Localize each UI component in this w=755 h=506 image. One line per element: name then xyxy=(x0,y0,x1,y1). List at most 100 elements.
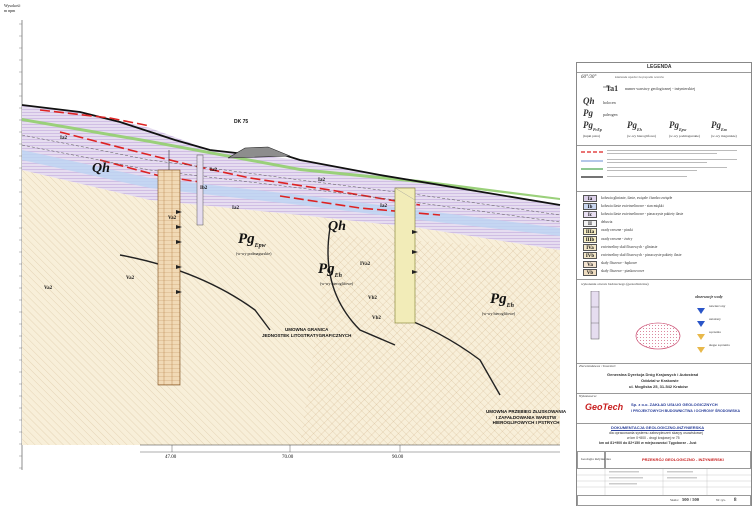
fold-boundary-label-1: UMOWNA PRZEBIEG ZŁUSKOWANIA xyxy=(486,409,567,414)
legend-code-ia1: Ia1 xyxy=(607,84,619,93)
water-markers xyxy=(176,210,418,294)
litho-boundary-label-2: JEDNOSTEK LITOSTRATYGRAFICZNYCH xyxy=(262,332,352,338)
investor-line1: Generalna Dyrekcja Dróg Krajowych i Auto… xyxy=(607,372,699,377)
doc-title-3: w km 0+800 - drogi krajowej nr 75 xyxy=(627,436,680,440)
soil-class-text: skały fliszowe - łupkowe xyxy=(601,261,638,266)
water-level-icon xyxy=(697,342,705,353)
distance-scale xyxy=(140,444,560,453)
dip-symbol-icon: 60°/30° xyxy=(581,75,597,80)
company-line2: I PROJEKTOWYCH BUDOWNICTWA I OCHRONY ŚRO… xyxy=(631,409,741,413)
strat-note: (łupki pstre) xyxy=(583,134,601,138)
label-pg-right-note: (w-wy hieroglifowe) xyxy=(482,311,516,316)
sheet-title: PRZEKRÓJ GEOLOGICZNO - INŻYNIERSKI xyxy=(642,457,724,462)
layer-code-label: Va2 xyxy=(44,286,53,291)
sheet-type-cell: Geologia inżynierska xyxy=(577,451,611,469)
legend-text-pg: paleogen xyxy=(603,112,618,117)
soil-class-swatch: IVb xyxy=(583,252,597,260)
layer-code-label: Ia2 xyxy=(210,168,217,173)
soil-class-text: skały fliszowe - piaskowcowe xyxy=(601,269,645,274)
layer-code-label: IVa2 xyxy=(360,262,371,267)
scale-tick-3: 90.00 xyxy=(392,455,404,460)
strat-symbol: PgEm xyxy=(711,121,727,132)
water-level-text: ustalony xyxy=(709,317,721,321)
label-pg-mid: PgEh xyxy=(318,261,343,280)
strat-symbol-sub: Em xyxy=(721,126,727,132)
doc-title-1: DOKUMENTACJA GEOLOGICZNO-INŻYNIERSKA xyxy=(611,425,705,430)
hieroglyph-block xyxy=(300,235,560,445)
soil-class-text: koluwia ilaste zwietrzelinowe - piaszczy… xyxy=(601,211,684,216)
strat-symbol-main: Pg xyxy=(583,120,593,130)
investor-label: Zleceniodawca / Inwestor: xyxy=(579,364,617,368)
scale-label: Skala: xyxy=(670,498,679,502)
fold-boundary-label: UMOWNA PRZEBIEG ZŁUSKOWANIA I ZAFAŁDOWAN… xyxy=(486,409,567,426)
legend-title: LEGENDA xyxy=(647,64,672,70)
soil-strip xyxy=(22,118,560,200)
layer-code-label: Vb2 xyxy=(372,316,381,321)
water-level-text: nawiercony xyxy=(709,304,726,308)
water-title: obserwacje wody xyxy=(695,294,723,299)
strat-symbol-main: Pg xyxy=(669,120,679,130)
litho-boundary-label: UMOWNA GRANICA JEDNOSTEK LITOSTRATYGRAFI… xyxy=(262,327,352,338)
blob-symbol-icon xyxy=(633,321,683,351)
layer-code-label: Ia2 xyxy=(60,136,67,141)
contractor-label: Wykonawca: xyxy=(579,394,597,398)
axis-title-line1: Wysokość xyxy=(4,3,21,8)
signature-grid xyxy=(577,469,751,495)
litho-boundary-2 xyxy=(327,227,396,346)
scale-tick-1: 47.00 xyxy=(165,455,177,460)
fold-boundary-label-3: HIEROGLIFOWYCH I PSTRYCH xyxy=(492,420,560,425)
soil-class-text: koluwia gliniaste, ilaste, zwięzłe i bar… xyxy=(601,195,673,200)
sheet-no: 8 xyxy=(734,498,737,503)
layer-code-label: Ia2 xyxy=(318,178,325,183)
legend-line-symbols xyxy=(581,149,749,187)
legend-code-qh: Qh xyxy=(583,96,595,106)
water-level-icon xyxy=(697,316,705,327)
strat-symbol: PgPcEp xyxy=(583,121,602,132)
fold-boundary-label-2: I ZAFAŁDOWANIA WARSTW xyxy=(495,414,557,420)
layer-boundaries xyxy=(21,134,561,223)
soil-class-swatch: Ia xyxy=(583,195,597,202)
investor-line3: ul. Mogilska 25, 31-542 Kraków xyxy=(629,384,688,389)
borehole-caption: wykonanie otworu badawczego (geotechnicz… xyxy=(581,282,649,286)
strat-symbol-sub: PcEp xyxy=(593,126,602,132)
soil-class-swatch: Ic xyxy=(583,211,597,219)
soil-class-text: zwietrzeliny skał fliszowych - piaszczys… xyxy=(601,252,682,257)
legend-text-qh: holocen xyxy=(603,100,616,105)
label-dk75: DK 75 xyxy=(234,119,249,125)
water-level-text: sączenia xyxy=(709,330,721,334)
soil-class-text: zwietrzeliny skał fliszowych - gliniaste xyxy=(601,244,658,249)
soil-class-swatch: IVa xyxy=(583,244,597,252)
soil-class-swatch: II xyxy=(583,219,597,227)
strat-symbol-main: Pg xyxy=(711,120,721,130)
strat-note: (w-wy podmagurskie) xyxy=(669,134,701,138)
label-pg-mid-sub: Eh xyxy=(334,273,343,279)
litho-boundary-1 xyxy=(119,254,271,331)
doc-title-4: km od 81+900 do 82+150 w miejscowości Tę… xyxy=(599,441,697,445)
soil-class-text: deluwia xyxy=(601,220,613,225)
road-embankment xyxy=(227,146,291,159)
litho-boundary-label-1: UMOWNA GRANICA xyxy=(285,327,329,332)
borehole-2 xyxy=(394,187,416,324)
strat-note: (w-wy hieroglifowe) xyxy=(627,134,657,138)
label-pg-mid-note: (w-wy hieroglifowe) xyxy=(320,281,354,286)
strat-note: (w-wy magurskie) xyxy=(711,134,737,138)
borehole-3 xyxy=(196,154,204,226)
axis-title: Wysokość m npm xyxy=(4,4,20,13)
legend-code-pg: Pg xyxy=(583,108,593,118)
label-qh-upper: Qh xyxy=(92,161,110,176)
company-logo: GeoTech xyxy=(585,402,624,412)
layer-code-label: Vb2 xyxy=(368,296,377,301)
label-pg-right-sub: Eh xyxy=(506,303,515,309)
scale-value: 500 / 500 xyxy=(682,497,700,502)
borehole-symbol-icon xyxy=(585,290,607,341)
doc-title-2: dla opracowania systemu zabezpieczeń ska… xyxy=(609,431,703,435)
soil-class-swatch: Va xyxy=(583,260,597,268)
layer-code-label: Ia2 xyxy=(380,204,387,209)
layer-code-label: Ia2 xyxy=(232,206,239,211)
label-qh-lower: Qh xyxy=(328,219,346,234)
legend-text-ia1: numer warstwy geologicznej - inżynierski… xyxy=(625,86,696,91)
label-pg-left-sub: Epw xyxy=(254,243,266,249)
label-pg-left: PgEpw xyxy=(238,231,266,250)
strike-dip-icon xyxy=(603,76,611,88)
strat-symbol-main: Pg xyxy=(627,120,637,130)
